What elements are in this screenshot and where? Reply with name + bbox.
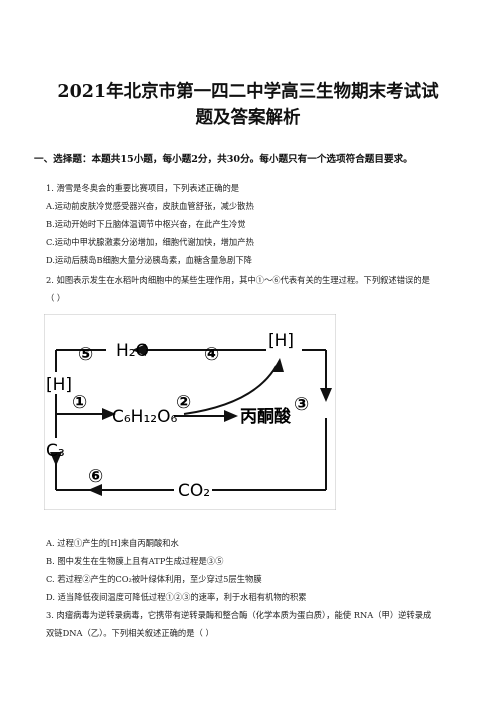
q1-option-a: A.运动前皮肤冷觉感受器兴奋，皮肤血管舒张，减少散热 — [46, 201, 254, 211]
q2-stem-paren: （ ） — [46, 293, 66, 303]
q2-option-d: D. 适当降低夜间温度可降低过程①②③的速率，利于水稻有机物的积累 — [46, 592, 307, 602]
q1-stem: 1. 滑雪是冬奥会的重要比赛项目，下列表述正确的是 — [46, 183, 240, 193]
step-3-marker: ③ — [294, 394, 309, 415]
label-h-left: [H] — [46, 375, 72, 395]
label-pyruvate: 丙酮酸 — [240, 406, 292, 427]
step-4-marker: ④ — [204, 344, 219, 365]
document-title-line2: 题及答案解析 — [195, 108, 301, 128]
q2-option-c: C. 若过程②产生的CO₂被叶绿体利用，至少穿过5层生物膜 — [46, 574, 262, 584]
q1-option-d: D.运动后胰岛B细胞大量分泌胰岛素，血糖含量急剧下降 — [46, 255, 252, 265]
q2-option-a: A. 过程①产生的[H]来自丙酮酸和水 — [46, 538, 179, 548]
q3-stem-line2: 双链DNA（乙）。下列相关叙述正确的是（ ） — [46, 628, 214, 638]
respiration-photosynthesis-diagram: H₂O [H] [H] C₆H₁₂O₆ 丙酮酸 C₃ CO₂ ⑤ ④ ① ② ③… — [44, 314, 336, 510]
label-h2o: H₂O — [116, 341, 149, 361]
q1-option-b: B.运动开始时下丘脑体温调节中枢兴奋，在此产生冷觉 — [46, 219, 246, 229]
q3-stem-line1: 3. 肉瘤病毒为逆转录病毒，它携带有逆转录酶和整合酶（化学本质为蛋白质），能使 … — [46, 610, 432, 620]
step-6-marker: ⑥ — [88, 466, 103, 487]
q2-stem: 2. 如图表示发生在水稻叶肉细胞中的某些生理作用，其中①～⑥代表有关的生理过程。… — [46, 275, 430, 285]
label-h-top: [H] — [268, 331, 294, 351]
label-co2: CO₂ — [178, 481, 210, 501]
label-c3: C₃ — [46, 441, 65, 461]
q1-option-c: C.运动中甲状腺激素分泌增加，细胞代谢加快，增加产热 — [46, 237, 254, 247]
document-title-line1: 2021年北京市第一四二中学高三生物期末考试试 — [57, 82, 439, 102]
step-2-marker: ② — [176, 392, 191, 413]
section-header: 一、选择题：本题共15小题，每小题2分，共30分。每小题只有一个选项符合题目要求… — [34, 154, 413, 165]
label-glucose: C₆H₁₂O₆ — [112, 407, 177, 427]
step-5-marker: ⑤ — [78, 344, 93, 365]
q2-option-b: B. 图中发生在生物膜上且有ATP生成过程是③⑤ — [46, 556, 224, 566]
step-1-marker: ① — [72, 392, 87, 413]
